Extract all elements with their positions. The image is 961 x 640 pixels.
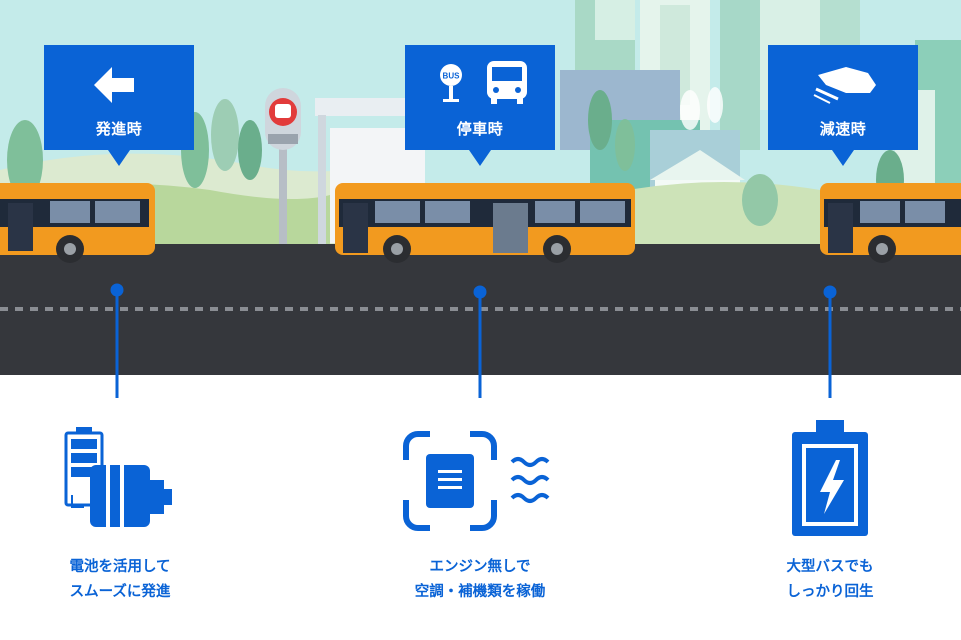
feature-caption-line: しっかり回生 (786, 584, 874, 600)
feature-caption-line: エンジン無しで (429, 559, 531, 575)
callout-start: 発進時 (44, 45, 194, 166)
bus-sign-text: BUS (443, 72, 461, 81)
connector-lines (110, 283, 837, 398)
bus-left (0, 183, 155, 263)
callout-decel: 減速時 (768, 45, 918, 166)
heat-wave-icon (510, 457, 550, 503)
feature-caption-line: スムーズに発進 (69, 584, 171, 600)
brake-pedal-icon (813, 67, 876, 104)
bus-stop-sign (265, 88, 301, 245)
arrow-left-icon (94, 67, 134, 103)
bus-center (335, 183, 635, 263)
bus-right (820, 183, 961, 263)
engine-chip-icon (400, 430, 550, 532)
battery-charge-icon (792, 420, 868, 536)
feature-caption-engine-off: エンジン無しで 空調・補機類を稼働 (360, 555, 600, 605)
callout-label-decel: 減速時 (819, 120, 867, 138)
callout-stop: BUS 停車時 (405, 45, 555, 166)
callout-label-stop: 停車時 (456, 120, 504, 138)
bus-stop-icon: BUS (440, 61, 527, 104)
callout-label-start: 発進時 (95, 120, 143, 138)
battery-motor-icon (64, 427, 172, 527)
feature-caption-regen: 大型バスでも しっかり回生 (710, 555, 950, 605)
feature-caption-line: 電池を活用して (69, 559, 171, 575)
feature-caption-battery-motor: 電池を活用して スムーズに発進 (0, 555, 240, 605)
feature-caption-line: 大型バスでも (786, 559, 874, 575)
feature-caption-line: 空調・補機類を稼働 (414, 584, 546, 600)
